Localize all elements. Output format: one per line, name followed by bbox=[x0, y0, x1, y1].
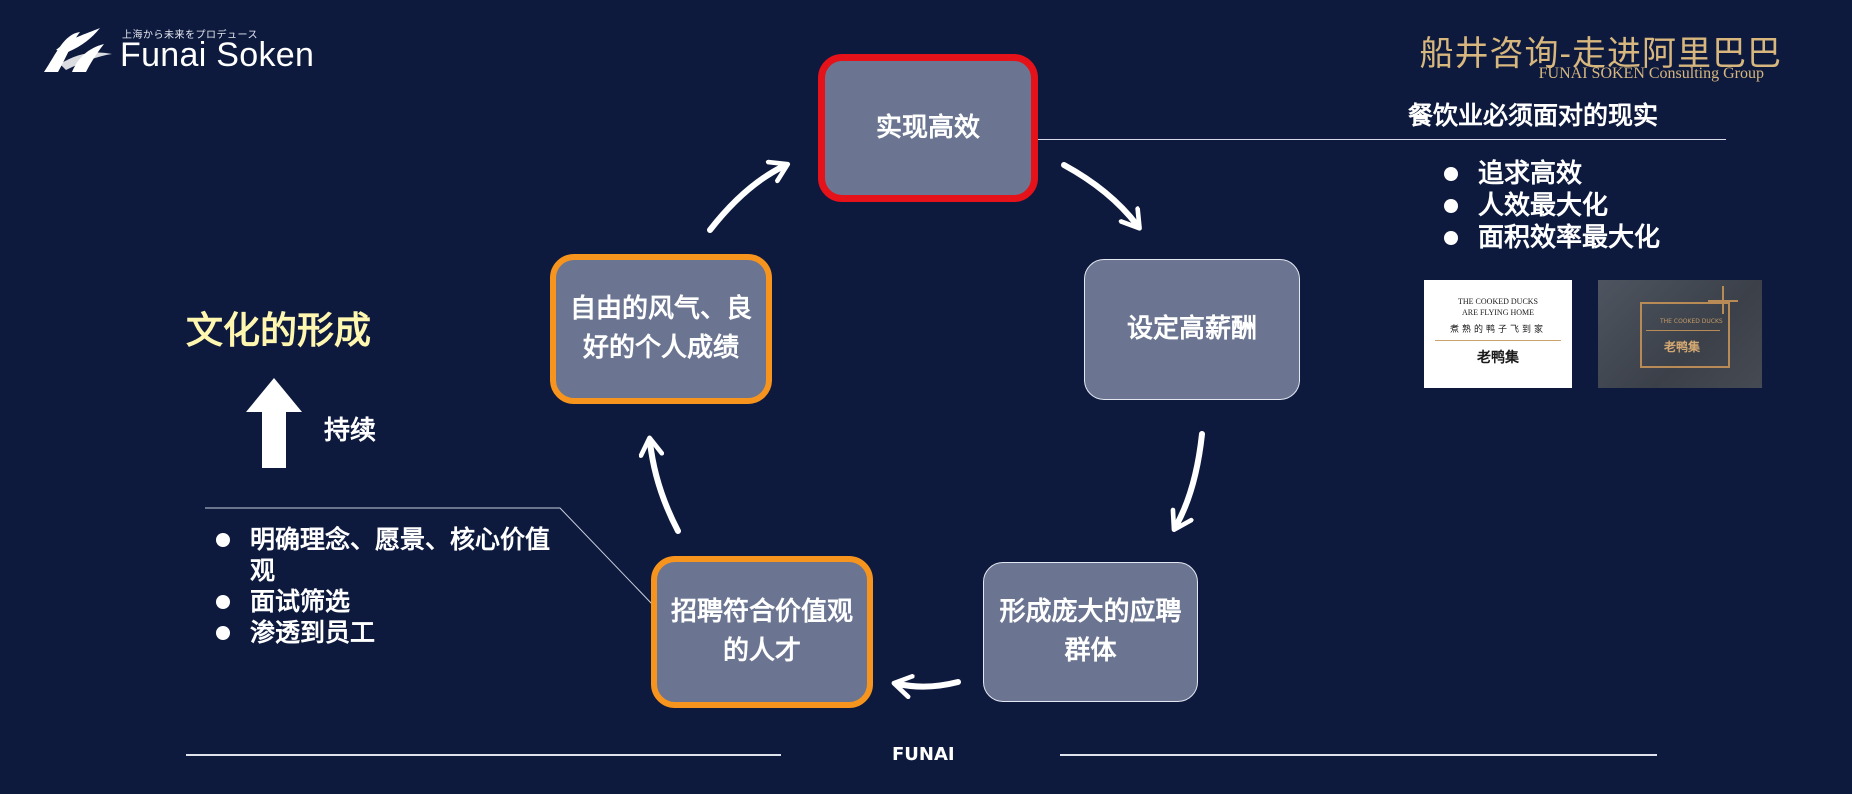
cycle-step-recruit: 招聘符合价值观的人才 bbox=[651, 556, 873, 708]
arrow-to-applicants bbox=[1176, 431, 1205, 526]
sign-en-text: THE COOKED DUCKS bbox=[1660, 318, 1723, 325]
cycle-step-salary: 设定高薪酬 bbox=[1084, 259, 1300, 400]
continue-label: 持续 bbox=[324, 416, 377, 446]
culture-step-item: 明确理念、愿景、核心价值观 bbox=[216, 524, 570, 586]
cycle-step-applicants: 形成庞大的应聘群体 bbox=[983, 562, 1198, 702]
image-cn-line: 煮熟的鸭子飞到家 bbox=[1449, 325, 1546, 335]
culture-title: 文化的形成 bbox=[186, 309, 371, 352]
reality-list: 追求高效 人效最大化 面积效率最大化 bbox=[1443, 158, 1661, 254]
sign-cross-horizontal bbox=[1708, 300, 1738, 302]
cycle-step-efficiency: 实现高效 bbox=[818, 54, 1038, 202]
restaurant-sign-image-dark: THE COOKED DUCKS 老鸭集 bbox=[1598, 280, 1762, 388]
sign-frame bbox=[1640, 302, 1730, 368]
logo-tagline: 上海から未来をプロデュース bbox=[122, 30, 258, 41]
sign-signature: 老鸭集 bbox=[1664, 340, 1701, 354]
culture-step-item: 渗透到员工 bbox=[216, 617, 570, 648]
arrow-to-salary bbox=[1061, 162, 1137, 225]
reality-title: 餐饮业必须面对的现实 bbox=[1408, 101, 1659, 130]
footer-label: FUNAI bbox=[892, 744, 955, 765]
wave-logo-icon bbox=[44, 28, 112, 72]
brand-title-cn: 船井咨询-走进阿里巴巴 bbox=[1419, 34, 1782, 74]
sign-rule bbox=[1646, 330, 1720, 331]
arrow-to-recruit bbox=[898, 682, 961, 687]
footer-rule-right bbox=[1060, 754, 1657, 756]
restaurant-logo-image-white: THE COOKED DUCKS ARE FLYING HOME 煮熟的鸭子飞到… bbox=[1424, 280, 1572, 388]
brand-title-en: FUNAI SOKEN Consulting Group bbox=[1538, 65, 1764, 82]
image-divider bbox=[1435, 340, 1561, 341]
reality-divider bbox=[1010, 139, 1726, 140]
image-en-line1: THE COOKED DUCKS bbox=[1458, 297, 1538, 306]
reality-item: 追求高效 bbox=[1443, 158, 1660, 190]
funai-soken-logo: 上海から未来をプロデュース Funai Soken bbox=[42, 24, 322, 76]
reality-item: 人效最大化 bbox=[1443, 190, 1660, 222]
image-signature: 老鸭集 bbox=[1477, 350, 1519, 366]
culture-steps-list: 明确理念、愿景、核心价值观 面试筛选 渗透到员工 bbox=[216, 524, 570, 648]
logo-name: Funai Soken bbox=[120, 36, 315, 74]
callout-connector-line bbox=[205, 507, 653, 605]
culture-step-item: 面试筛选 bbox=[216, 586, 570, 617]
footer-rule-left bbox=[186, 754, 781, 756]
up-arrow-icon bbox=[246, 378, 302, 468]
reality-item: 面积效率最大化 bbox=[1443, 223, 1661, 253]
arrow-to-efficiency bbox=[707, 166, 784, 233]
cycle-step-freedom: 自由的风气、良好的个人成绩 bbox=[550, 254, 772, 404]
image-en-line2: ARE FLYING HOME bbox=[1461, 308, 1535, 317]
